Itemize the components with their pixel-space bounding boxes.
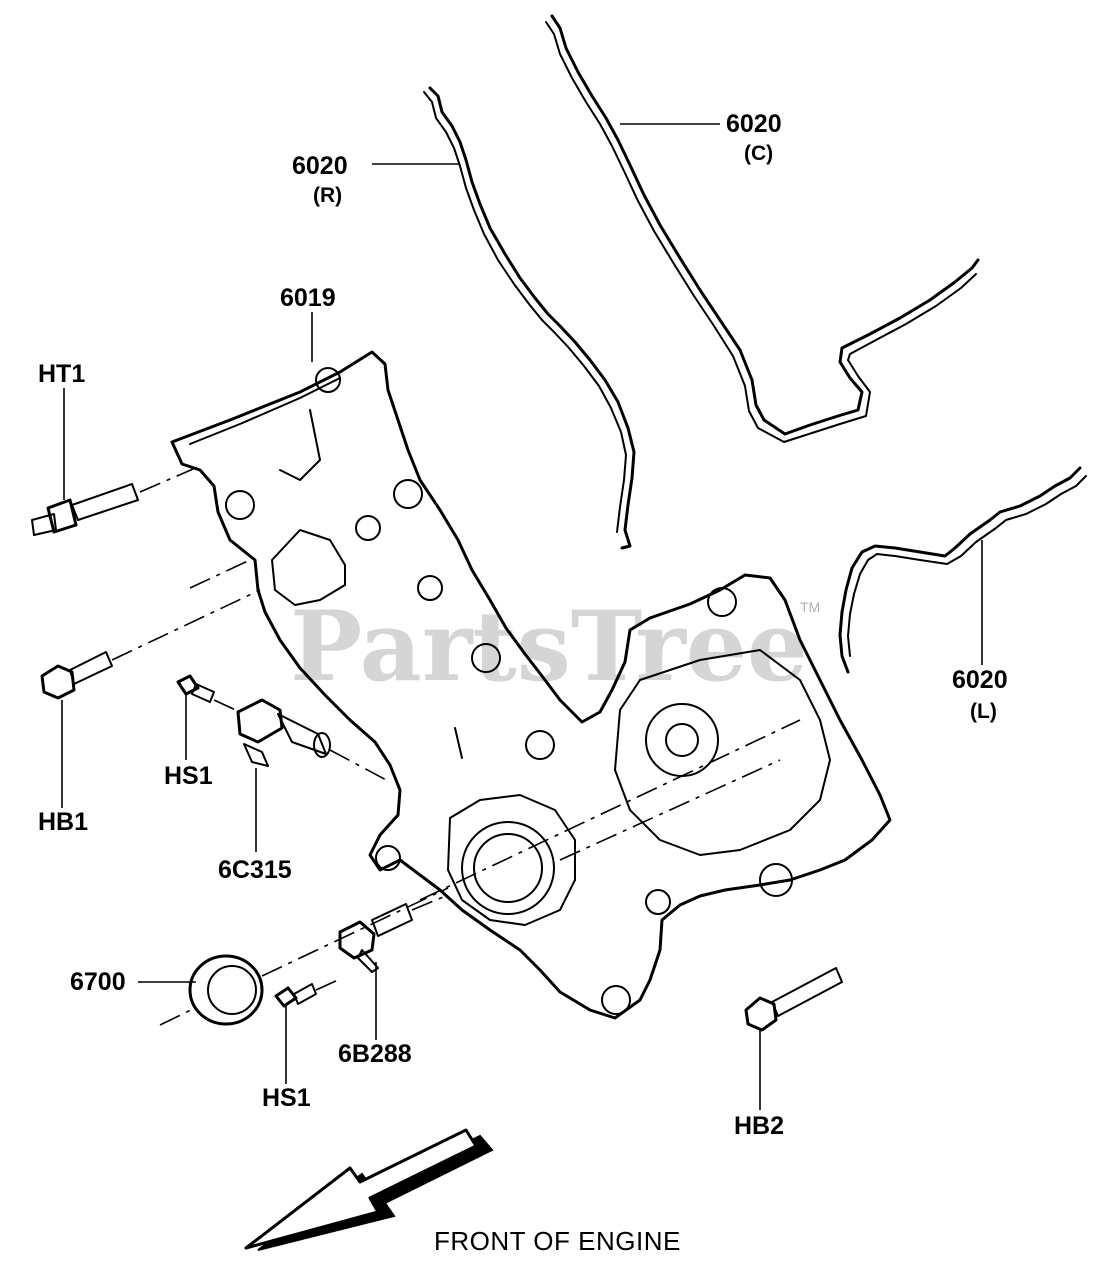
gasket-6020-l[interactable] bbox=[838, 466, 1087, 674]
callout-6c315: 6C315 bbox=[218, 856, 292, 884]
callout-hs1-upper: HS1 bbox=[164, 762, 213, 790]
bolt-hb2[interactable] bbox=[744, 967, 843, 1032]
sensor-6c315[interactable] bbox=[236, 698, 391, 783]
alignment-line bbox=[559, 759, 781, 861]
callout-6020-r-number: 6020 bbox=[292, 152, 348, 180]
screw-hs1-upper[interactable] bbox=[176, 674, 241, 713]
stud-ht1[interactable] bbox=[31, 465, 201, 536]
screw-hs1-lower[interactable] bbox=[274, 979, 339, 1008]
callout-6019: 6019 bbox=[280, 284, 336, 312]
callout-6020-r-qualifier: (R) bbox=[313, 184, 342, 207]
callout-hb1: HB1 bbox=[38, 808, 88, 836]
callout-6b288: 6B288 bbox=[338, 1040, 412, 1068]
alignment-line bbox=[419, 719, 801, 901]
callout-6020-c-number: 6020 bbox=[726, 110, 782, 138]
gasket-6020-r[interactable] bbox=[423, 86, 636, 550]
callout-6020-l-qualifier: (L) bbox=[970, 700, 997, 723]
sensor-6b288[interactable] bbox=[338, 894, 449, 973]
alignment-line bbox=[189, 559, 251, 589]
front-of-engine-label: FRONT OF ENGINE bbox=[434, 1226, 681, 1256]
seal-6700[interactable] bbox=[159, 887, 449, 1026]
gasket-6020-c[interactable] bbox=[545, 14, 980, 443]
callout-6020-c-qualifier: (C) bbox=[744, 142, 773, 165]
callout-6020-l-number: 6020 bbox=[952, 666, 1008, 694]
front-cover-6019[interactable] bbox=[170, 350, 892, 1020]
bolt-hb1[interactable] bbox=[40, 589, 261, 700]
watermark-trademark: TM bbox=[800, 599, 820, 615]
front-direction-arrow-icon bbox=[244, 1128, 494, 1251]
callout-hs1-lower: HS1 bbox=[262, 1084, 311, 1112]
callout-6700: 6700 bbox=[70, 968, 126, 996]
callout-ht1: HT1 bbox=[38, 360, 85, 388]
callout-hb2: HB2 bbox=[734, 1112, 784, 1140]
